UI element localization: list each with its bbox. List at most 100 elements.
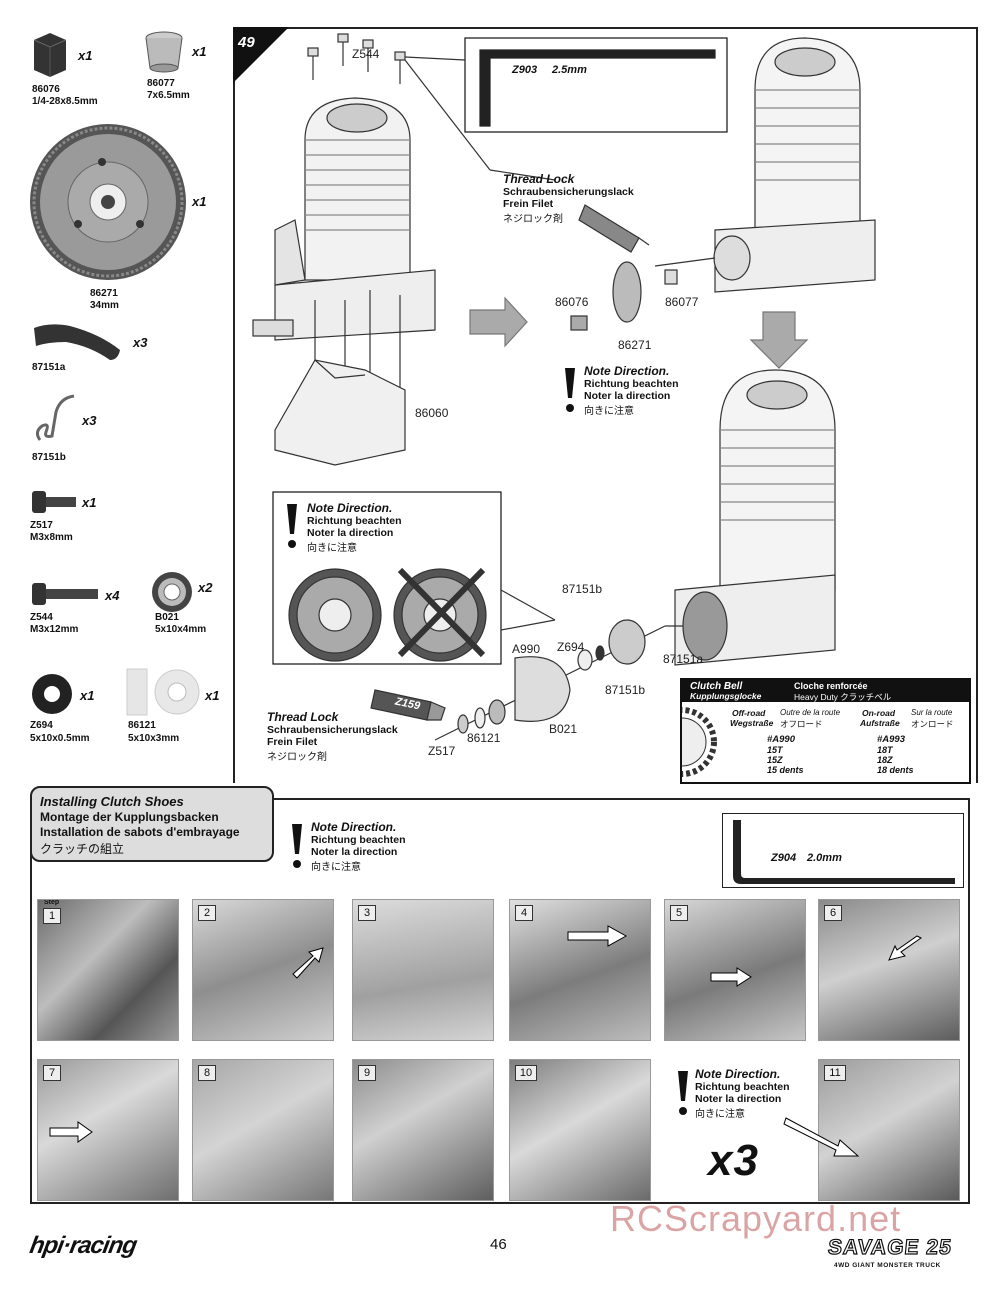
thread-lock-label-bottom: Thread Lock Schraubensicherungslack Frei…: [267, 710, 398, 763]
code-z694: Z694: [30, 720, 53, 731]
bell-title-de: Kupplungsglocke: [690, 691, 762, 701]
note-direction-fr: Noter la direction: [695, 1093, 782, 1105]
arrow-icon: [292, 947, 324, 979]
exclamation-icon: [565, 368, 575, 412]
photo-step-number: 11: [824, 1065, 846, 1081]
a990-fr: 15 dents: [767, 765, 804, 775]
note-direction-en: Note Direction.: [307, 501, 393, 515]
qty-87151b: x3: [82, 413, 97, 428]
bell-title-jp: Heavy Duty クラッチベル: [794, 692, 892, 702]
photo-step-2: 2: [192, 899, 334, 1041]
code-z517: Z517: [30, 520, 53, 531]
qty-86121: x1: [205, 688, 220, 703]
note-direction-de: Richtung beachten: [695, 1081, 790, 1093]
installing-jp: クラッチの組立: [40, 842, 125, 856]
photo-step-6: 6: [818, 899, 960, 1041]
photo-step-3: 3: [352, 899, 494, 1041]
thread-lock-en: Thread Lock: [503, 172, 575, 186]
clutch-bell-gear-image: [682, 707, 717, 777]
spec-b021: 5x10x4mm: [155, 624, 207, 635]
thread-lock-fr: Frein Filet: [267, 736, 318, 748]
hex-wrench-z904-image: [733, 820, 955, 884]
a990-z: 15Z: [767, 755, 783, 765]
spec-86271: 34mm: [90, 300, 119, 311]
onroad-jp: オンロード: [911, 719, 954, 729]
offroad-en: Off-road: [732, 708, 766, 718]
note-direction-de: Richtung beachten: [307, 515, 402, 527]
photo-step-number: 4: [515, 905, 533, 921]
label-86076: 86076: [555, 295, 589, 309]
qty-z517: x1: [82, 495, 97, 510]
qty-86077: x1: [192, 44, 207, 59]
photo-step-number: 6: [824, 905, 842, 921]
note-direction-de: Richtung beachten: [584, 378, 679, 390]
thread-lock-de: Schraubensicherungslack: [267, 724, 398, 736]
offroad-fr: Outre de la route: [780, 708, 841, 717]
photo-step-number: 5: [670, 905, 688, 921]
clutch-shoe-87151a-image: [34, 324, 120, 360]
label-87151b-top: 87151b: [562, 582, 603, 596]
bell-title-en: Clutch Bell: [690, 681, 743, 692]
installing-fr: Installation de sabots d'embrayage: [40, 825, 240, 839]
label-z694: Z694: [557, 640, 585, 654]
wrench2-size: 2.0mm: [807, 852, 842, 864]
photo-step-1: Step 1: [37, 899, 179, 1041]
qty-87151a: x3: [133, 335, 148, 350]
wrench1-code: Z903: [512, 64, 538, 76]
note-direction-jp: 向きに注意: [311, 862, 361, 873]
arrow-icon: [888, 935, 922, 961]
exclamation-icon: [292, 824, 302, 868]
thread-lock-de: Schraubensicherungslack: [503, 186, 634, 198]
onroad-en: On-road: [862, 708, 896, 718]
hpi-racing-logo: hpi·racing: [27, 1232, 139, 1259]
photo-step-number: 7: [43, 1065, 61, 1081]
onroad-de: Aufstraße: [860, 718, 900, 728]
label-86060: 86060: [415, 406, 449, 420]
label-z544: Z544: [352, 47, 380, 61]
wrench-z904-box: Z904 2.0mm: [722, 813, 964, 888]
step-frame: [233, 27, 978, 783]
photo-step-10: 10: [509, 1059, 651, 1201]
spec-86076: 1/4-28x8.5mm: [32, 96, 98, 107]
note-direction-fr: Noter la direction: [311, 846, 398, 858]
a993-z: 18Z: [877, 755, 893, 765]
note-direction-jp: 向きに注意: [584, 406, 634, 417]
watermark: RCScrapyard.net: [610, 1198, 902, 1239]
page-number: 46: [490, 1236, 507, 1253]
nut-86076-image: [33, 33, 67, 77]
thread-lock-jp: ネジロック剤: [503, 214, 563, 225]
installing-en: Installing Clutch Shoes: [40, 794, 184, 809]
label-87151b-bot: 87151b: [605, 683, 646, 697]
note-direction-fr: Noter la direction: [584, 390, 671, 402]
installing-clutch-shoes-title-box: Installing Clutch Shoes Montage der Kupp…: [30, 786, 274, 862]
bell-title-fr: Cloche renforcée: [794, 681, 868, 691]
thread-lock-fr: Frein Filet: [503, 198, 554, 210]
note-direction-en: Note Direction.: [584, 364, 670, 378]
onroad-fr: Sur la route: [911, 708, 953, 717]
a993-fr: 18 dents: [877, 765, 914, 775]
assembly-diagram: [252, 33, 876, 741]
clutch-bell-header: Clutch Bell Kupplungsglocke Cloche renfo…: [682, 680, 969, 702]
collet-86077-image: [145, 31, 183, 73]
spec-z517: M3x8mm: [30, 532, 73, 543]
spec-86077: 7x6.5mm: [147, 90, 190, 101]
spacer-86121-image: [126, 668, 200, 716]
a993-code: #A993: [877, 734, 905, 745]
screw-z517-image: [32, 491, 76, 513]
flywheel-86271-image: [30, 124, 186, 280]
note-direction-de: Richtung beachten: [311, 834, 406, 846]
code-86077: 86077: [147, 78, 175, 89]
wrench2-code: Z904: [771, 852, 797, 864]
thread-lock-en: Thread Lock: [267, 710, 339, 724]
spec-z544: M3x12mm: [30, 624, 79, 635]
qty-86271: x1: [192, 194, 207, 209]
savage-25-tagline: 4WD GIANT MONSTER TRUCK: [834, 1262, 941, 1269]
qty-z544: x4: [105, 588, 120, 603]
savage-25-logo: SAVAGE 25: [826, 1235, 954, 1259]
code-86076: 86076: [32, 84, 60, 95]
a990-code: #A990: [767, 734, 795, 745]
step-number: 49: [238, 34, 255, 51]
note-direction-flywheel: Note Direction. Richtung beachten Noter …: [584, 364, 679, 417]
label-86121: 86121: [467, 731, 501, 745]
code-87151b: 87151b: [32, 452, 66, 463]
